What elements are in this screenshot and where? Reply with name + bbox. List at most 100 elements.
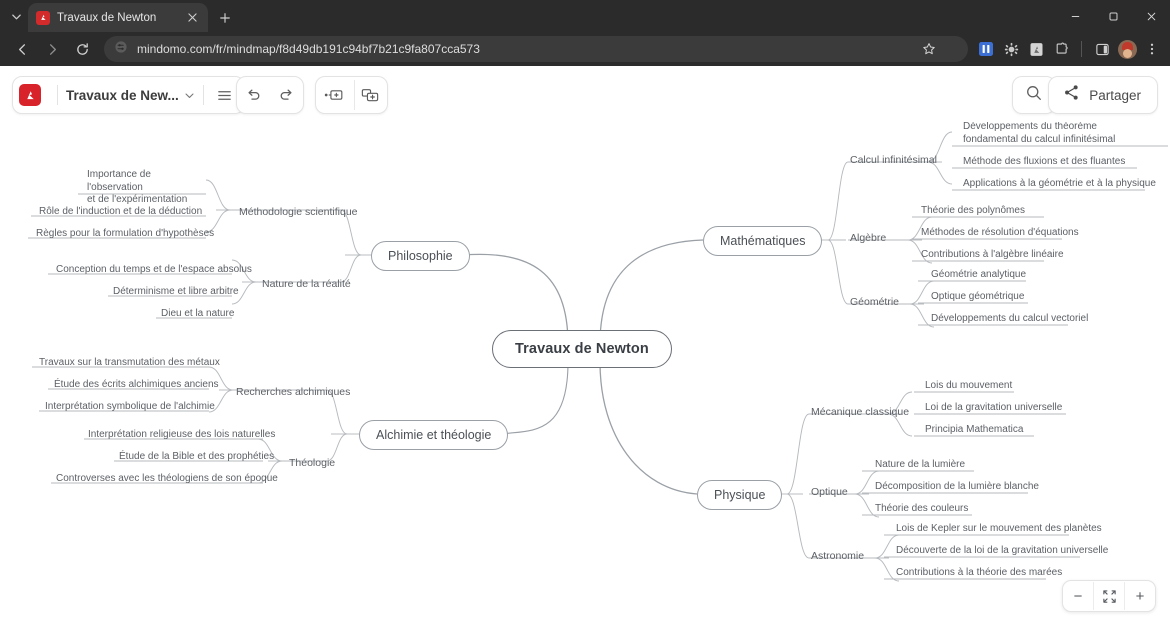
maximize-icon[interactable] — [1094, 0, 1132, 32]
extension-blue-icon[interactable] — [976, 39, 996, 59]
side-panel-icon[interactable] — [1092, 39, 1112, 59]
leaf-node[interactable]: Contributions à la théorie des marées — [896, 567, 1063, 578]
puzzle-icon[interactable] — [1051, 39, 1071, 59]
divider — [202, 85, 204, 105]
leaf-node[interactable]: Dieu et la nature — [161, 308, 235, 319]
divider — [57, 85, 58, 105]
browser-toolbar: mindomo.com/fr/mindmap/f8d49db191c94bf7b… — [0, 32, 1170, 66]
leaf-node[interactable]: Optique géométrique — [931, 291, 1025, 302]
branch-node-mathematiques[interactable]: Mathématiques — [703, 226, 823, 256]
sub-node-theologie[interactable]: Théologie — [289, 457, 336, 469]
back-arrow-icon[interactable] — [8, 35, 36, 63]
leaf-node[interactable]: Développements du calcul vectoriel — [931, 313, 1089, 324]
share-icon — [1063, 84, 1080, 106]
close-icon[interactable] — [184, 10, 200, 26]
leaf-node[interactable]: Interprétation symbolique de l'alchimie — [45, 401, 215, 412]
sub-node-optique[interactable]: Optique — [811, 486, 848, 498]
sub-node-geometrie[interactable]: Géométrie — [850, 296, 900, 308]
toolbar-divider — [1081, 41, 1082, 57]
leaf-node[interactable]: Décomposition de la lumière blanche — [875, 481, 1039, 492]
mindomo-logo[interactable] — [19, 84, 41, 106]
add-subtopic-icon[interactable] — [353, 80, 385, 110]
window-close-icon[interactable] — [1132, 0, 1170, 32]
leaf-node[interactable]: Déterminisme et libre arbitre — [113, 286, 239, 297]
leaf-line-1: Importance de l'observation — [87, 169, 151, 193]
tab-title: Travaux de Newton — [57, 11, 157, 24]
fit-to-screen-icon[interactable] — [1093, 582, 1124, 610]
leaf-node[interactable]: Applications à la géométrie et à la phys… — [963, 178, 1156, 189]
profile-avatar[interactable] — [1117, 39, 1137, 59]
leaf-line-2: fondamental du calcul infinitésimal — [963, 133, 1116, 145]
address-bar[interactable]: mindomo.com/fr/mindmap/f8d49db191c94bf7b… — [104, 36, 968, 62]
root-node[interactable]: Travaux de Newton — [492, 330, 672, 368]
zoom-out-button[interactable]: − — [1073, 587, 1083, 605]
leaf-line-1: Développements du théorème — [963, 122, 1097, 132]
app-toolbar: Travaux de New... — [0, 66, 1170, 122]
url-text: mindomo.com/fr/mindmap/f8d49db191c94bf7b… — [137, 42, 480, 56]
leaf-node[interactable]: Controverses avec les théologiens de son… — [56, 473, 278, 484]
search-icon[interactable] — [1025, 84, 1043, 107]
browser-extension-icons — [976, 39, 1162, 59]
tab-search-icon[interactable] — [4, 4, 28, 28]
share-button[interactable]: Partager — [1048, 76, 1158, 114]
reload-icon[interactable] — [68, 35, 96, 63]
branch-node-philosophie[interactable]: Philosophie — [371, 241, 470, 271]
leaf-node[interactable]: Théorie des couleurs — [875, 503, 969, 514]
new-tab-icon[interactable] — [214, 7, 236, 29]
branch-node-alchimie-et-theologie[interactable]: Alchimie et théologie — [359, 420, 509, 450]
leaf-node[interactable]: Lois de Kepler sur le mouvement des plan… — [896, 523, 1102, 534]
add-topic-group — [315, 76, 388, 114]
sub-node-recherches-alchimiques[interactable]: Recherches alchimiques — [236, 386, 351, 398]
leaf-node[interactable]: Principia Mathematica — [925, 424, 1024, 435]
sub-node-mecanique-classique[interactable]: Mécanique classique — [811, 406, 910, 418]
tab-strip: Travaux de Newton — [0, 0, 1170, 32]
branch-node-physique[interactable]: Physique — [697, 480, 783, 510]
undo-icon[interactable] — [239, 80, 269, 110]
leaf-node[interactable]: Interprétation religieuse des lois natur… — [88, 429, 276, 440]
add-sibling-topic-icon[interactable] — [319, 80, 349, 110]
leaf-node[interactable]: Lois du mouvement — [925, 380, 1013, 391]
leaf-node[interactable]: Loi de la gravitation universelle — [925, 402, 1063, 413]
sub-node-methodologie-scientifique[interactable]: Méthodologie scientifique — [239, 206, 358, 218]
leaf-node[interactable]: Théorie des polynômes — [921, 205, 1025, 216]
three-dot-menu-icon[interactable] — [1142, 39, 1162, 59]
browser-tab[interactable]: Travaux de Newton — [28, 3, 208, 32]
mindmap-connectors — [28, 131, 1168, 582]
gear-icon[interactable] — [1001, 39, 1021, 59]
document-title[interactable]: Travaux de New... — [66, 87, 179, 103]
hamburger-menu-icon[interactable] — [212, 82, 238, 108]
leaf-node[interactable]: Conception du temps et de l'espace absol… — [56, 264, 252, 275]
document-title-group: Travaux de New... — [12, 76, 245, 114]
leaf-node[interactable]: Contributions à l'algèbre linéaire — [921, 249, 1064, 260]
site-settings-icon[interactable] — [114, 40, 128, 59]
redo-icon[interactable] — [272, 80, 302, 110]
leaf-node[interactable]: Géométrie analytique — [931, 269, 1027, 280]
sub-node-astronomie[interactable]: Astronomie — [811, 550, 865, 562]
mindmap-canvas[interactable]: Travaux de Newton Mathématiques Physique… — [0, 122, 1170, 622]
sub-node-calcul-infinitesimal[interactable]: Calcul infinitésimal — [850, 154, 937, 166]
leaf-node[interactable]: Étude des écrits alchimiques anciens — [54, 379, 219, 390]
minimize-icon[interactable] — [1056, 0, 1094, 32]
leaf-node[interactable]: Étude de la Bible et des prophéties — [119, 451, 275, 462]
leaf-line-2: et de l'expérimentation — [87, 194, 188, 205]
forward-arrow-icon[interactable] — [38, 35, 66, 63]
leaf-node[interactable]: Découverte de la loi de la gravitation u… — [896, 545, 1109, 556]
star-icon[interactable] — [916, 36, 942, 62]
chevron-down-icon[interactable] — [184, 90, 195, 101]
leaf-node[interactable]: Rôle de l'induction et de la déduction — [39, 206, 203, 217]
leaf-node[interactable]: Nature de la lumière — [875, 459, 966, 470]
leaf-node[interactable]: Règles pour la formulation d'hypothèses — [36, 228, 215, 239]
zoom-controls: − + — [1062, 580, 1156, 612]
leaf-node[interactable]: Travaux sur la transmutation des métaux — [39, 357, 220, 368]
window-controls — [1056, 0, 1170, 32]
sub-node-nature-de-la-realite[interactable]: Nature de la réalité — [262, 278, 351, 290]
zoom-in-button[interactable]: + — [1124, 582, 1155, 610]
share-label: Partager — [1089, 87, 1141, 103]
leaf-node[interactable]: Méthode des fluxions et des fluantes — [963, 156, 1126, 167]
sub-node-algebre[interactable]: Algèbre — [850, 232, 887, 244]
leaf-node[interactable]: Méthodes de résolution d'équations — [921, 227, 1079, 238]
extension-gray-icon[interactable] — [1026, 39, 1046, 59]
